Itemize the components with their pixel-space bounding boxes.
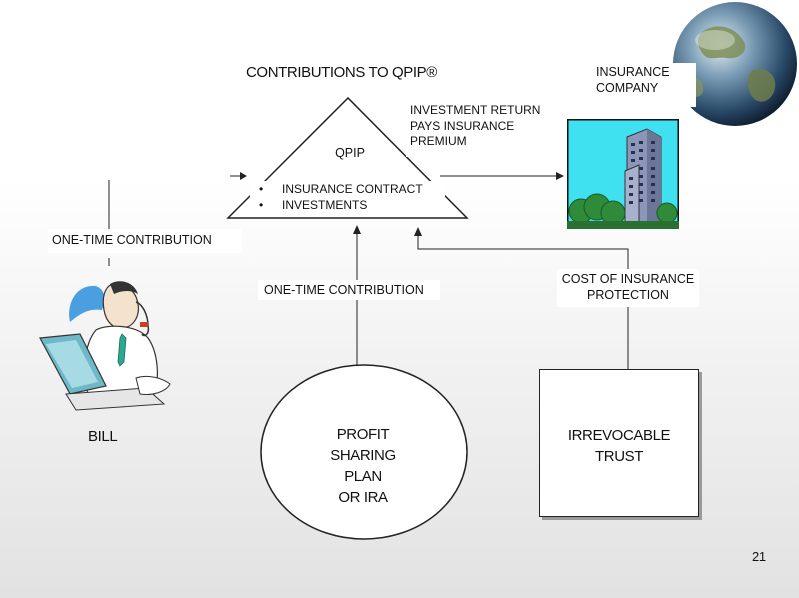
bill-label: BILL <box>88 428 118 445</box>
irrevocable-trust-label: IRREVOCABLE TRUST <box>567 427 671 465</box>
trust-arrow-head <box>414 227 422 236</box>
trust-arrow-line <box>417 234 629 369</box>
profit-sharing-label: PROFIT SHARING PLAN OR IRA <box>330 426 396 506</box>
page-number: 21 <box>752 549 766 564</box>
globe-icon <box>673 2 797 126</box>
premium-arrow-head <box>556 172 564 180</box>
office-building-icon <box>567 119 679 229</box>
investment-return-label: INVESTMENT RETURN PAYS INSURANCE PREMIUM <box>406 101 556 157</box>
irrevocable-trust-box <box>539 369 699 517</box>
qpip-label: QPIP <box>318 140 382 166</box>
triangle-bullet-list: •INSURANCE CONTRACT •INVESTMENTS <box>250 181 445 213</box>
one-time-contribution-mid-label: ONE-TIME CONTRIBUTION <box>258 280 440 300</box>
profit-sharing-ellipse <box>260 364 468 540</box>
bullet-dot: • <box>259 182 264 196</box>
insurance-company-label: INSURANCE COMPANY <box>572 63 696 107</box>
one-time-contribution-left-label: ONE-TIME CONTRIBUTION <box>48 229 242 253</box>
bullet-insurance-contract: •INSURANCE CONTRACT <box>259 182 423 196</box>
diagram-title: CONTRIBUTIONS TO QPIP® <box>246 64 437 81</box>
left-arrow-head <box>240 172 247 180</box>
bullet-investments: •INVESTMENTS <box>259 198 368 212</box>
businessman-on-phone-icon <box>39 281 171 411</box>
cost-of-insurance-label: COST OF INSURANCE PROTECTION <box>557 269 699 307</box>
profit-sharing-arrow-head <box>353 225 361 234</box>
bullet-dot: • <box>259 198 264 212</box>
